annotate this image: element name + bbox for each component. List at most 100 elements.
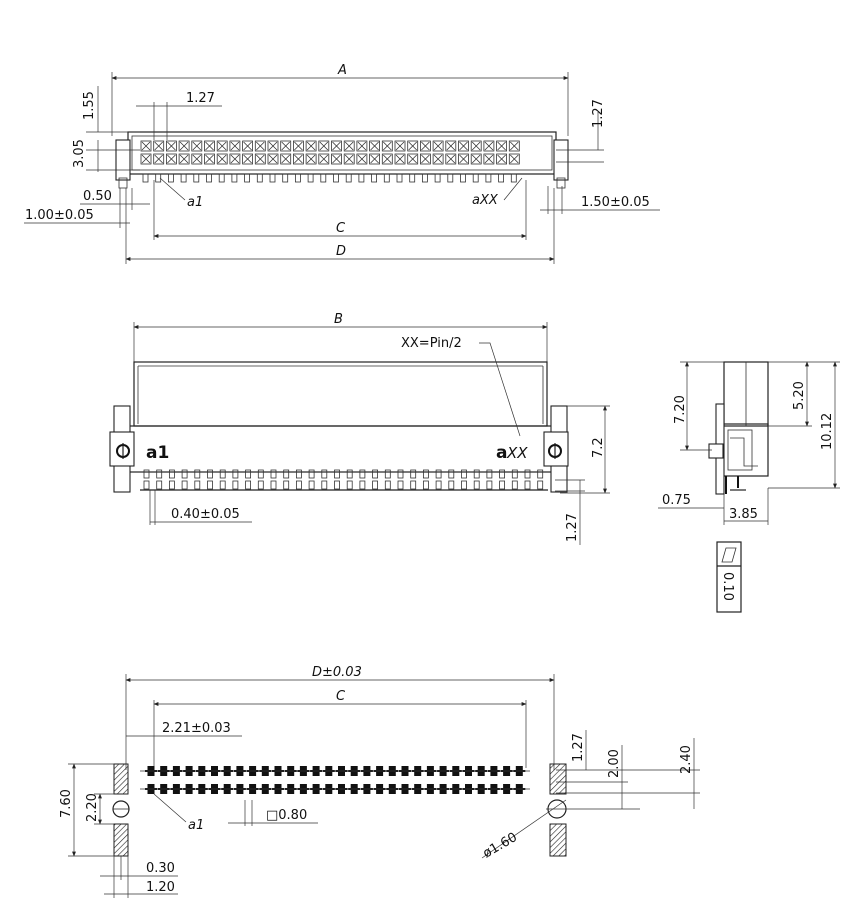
front-pin	[181, 469, 188, 479]
front-pin	[194, 469, 201, 479]
top-pin-cell	[496, 140, 508, 152]
right-flange	[553, 139, 569, 181]
top-pin-cell	[178, 153, 190, 165]
top-lead	[269, 173, 276, 183]
top-pin-cell	[394, 153, 406, 165]
top-pin-cell	[470, 153, 482, 165]
label-axx-top: aXX	[472, 193, 499, 208]
dim-1-27-front: 1.27	[565, 513, 580, 542]
front-pin	[461, 480, 467, 490]
dim-0-30: 0.30	[146, 861, 175, 876]
dim-7-2: 7.2	[591, 437, 606, 458]
front-pin	[257, 469, 264, 479]
front-pin	[283, 480, 290, 490]
front-pin	[219, 469, 226, 479]
dim-a-label: A	[337, 63, 347, 78]
footprint-view: D±0.03 C 2.21±0.03 1.27 2.00 2.40	[59, 665, 700, 898]
top-lead	[244, 173, 251, 183]
front-pin-rows	[140, 469, 548, 491]
top-pin-cell	[165, 140, 177, 152]
front-pin	[143, 480, 150, 490]
front-body	[127, 425, 553, 473]
front-pin	[219, 480, 226, 490]
flatness-value: 0.10	[720, 572, 735, 601]
top-pin-cell	[254, 140, 266, 152]
top-pin-cell	[331, 140, 342, 152]
front-pin	[321, 469, 328, 479]
dim-10-12: 10.12	[820, 413, 835, 450]
top-lead	[142, 173, 149, 183]
front-pin	[410, 469, 417, 479]
top-pin-cell	[318, 140, 330, 152]
top-lead	[206, 173, 212, 183]
top-pin-cell	[204, 153, 215, 165]
top-pin-cell	[153, 140, 165, 152]
dim-0-50: 0.50	[83, 189, 112, 204]
top-pin-cell	[204, 140, 215, 152]
top-pin-cell	[343, 140, 355, 152]
top-pin-cell	[470, 140, 482, 152]
top-pin-cell	[242, 140, 254, 152]
top-pin-cell	[178, 140, 190, 152]
mount-pad-right-bottom	[549, 823, 567, 857]
top-pin-cell	[280, 153, 292, 165]
top-pin-cell	[216, 153, 228, 165]
top-lead	[447, 173, 454, 183]
front-pin	[346, 469, 353, 479]
front-pin	[245, 480, 252, 490]
top-pin-cell	[356, 140, 368, 152]
top-lead	[460, 173, 466, 183]
top-pin-cell	[432, 153, 444, 165]
front-pin	[143, 469, 150, 479]
top-lead	[510, 173, 517, 183]
dim-1-27-footprint: 1.27	[571, 733, 586, 762]
top-lead	[193, 173, 200, 183]
dim-2-40: 2.40	[679, 745, 694, 774]
front-pin	[334, 480, 340, 490]
label-a1-footprint: a1	[188, 818, 204, 833]
top-leads	[142, 173, 517, 183]
dim-5-20: 5.20	[792, 381, 807, 410]
label-a-front: a	[496, 443, 507, 463]
front-pin	[181, 480, 188, 490]
top-pin-cell	[369, 140, 381, 152]
front-housing	[133, 361, 548, 427]
footprint-pad-rows	[140, 766, 530, 794]
front-pin	[232, 480, 239, 490]
front-pin	[422, 469, 429, 479]
top-pin-cell	[419, 153, 431, 165]
front-pin	[372, 469, 379, 479]
top-body-outline	[127, 131, 557, 175]
front-pin	[435, 480, 442, 490]
top-lead	[485, 173, 492, 183]
dim-hole-diameter: ø1.60	[481, 830, 520, 861]
front-pin	[397, 469, 404, 479]
front-pin	[537, 480, 544, 490]
flatness-frame	[716, 541, 742, 613]
top-lead	[282, 173, 289, 183]
front-pin	[270, 480, 277, 490]
front-pin	[422, 480, 429, 490]
top-body-inner	[131, 135, 553, 171]
top-pin-cell	[305, 153, 317, 165]
front-pin	[257, 480, 264, 490]
front-pin	[308, 480, 315, 490]
top-pin-cell	[292, 140, 304, 152]
mount-pad-left-top	[113, 763, 129, 795]
top-pin-cell	[216, 140, 228, 152]
front-pin	[283, 469, 290, 479]
front-pin	[194, 480, 201, 490]
front-pin	[511, 469, 518, 479]
top-pin-cell	[381, 140, 393, 152]
flatness-icon	[721, 547, 737, 563]
front-pin	[245, 469, 252, 479]
top-lead	[218, 173, 225, 183]
front-pin	[524, 480, 531, 490]
dim-b-label: B	[334, 312, 343, 327]
top-pin-cell	[496, 153, 508, 165]
top-pin-cell	[445, 153, 457, 165]
top-pin-cell	[153, 153, 165, 165]
front-view: B a1 a XX XX=Pin/2 7.2 1.27	[109, 312, 610, 545]
top-pin-cell	[343, 153, 355, 165]
